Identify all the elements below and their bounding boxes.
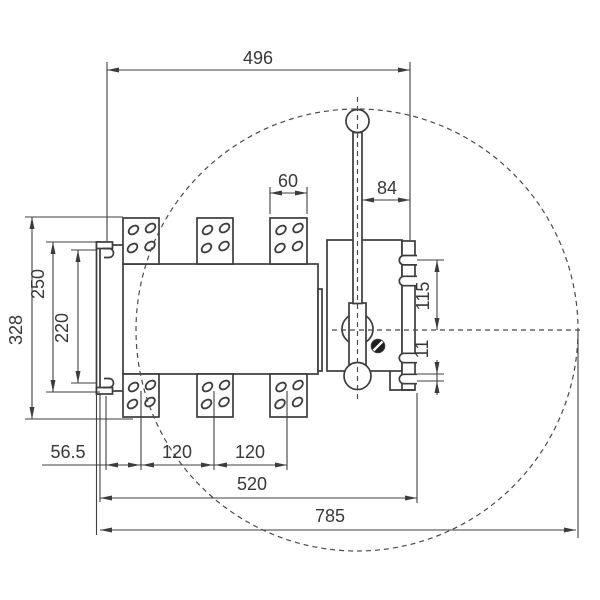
arrow bbox=[106, 462, 118, 468]
dim-slot-to-center: 115 bbox=[413, 259, 444, 330]
pad-hole bbox=[275, 224, 287, 236]
pad-hole bbox=[127, 224, 140, 236]
mechanism-housing bbox=[326, 239, 417, 391]
arrow bbox=[29, 217, 35, 229]
arrow bbox=[29, 407, 35, 419]
arrow bbox=[270, 190, 282, 196]
pad-hole bbox=[127, 381, 140, 393]
dim-overall-height: 328 bbox=[6, 216, 133, 420]
pad-hole bbox=[200, 398, 213, 410]
dim-pole-pitch-row: 56.5 120 120 bbox=[42, 391, 288, 470]
dim-bracket-outer: 250 bbox=[28, 241, 100, 393]
dim-label-520: 520 bbox=[237, 474, 267, 494]
dim-handle-swing: 785 bbox=[100, 334, 579, 538]
pad-hole bbox=[274, 398, 286, 410]
pad-hole bbox=[144, 379, 157, 391]
dim-label-120a: 120 bbox=[162, 442, 192, 462]
arrow bbox=[75, 371, 81, 383]
arrow bbox=[100, 527, 112, 533]
pad-hole bbox=[291, 240, 304, 252]
dim-width-top: 496 bbox=[106, 48, 411, 242]
pad-hole bbox=[126, 242, 139, 254]
dim-label-250: 250 bbox=[28, 269, 48, 299]
plate-slot bbox=[398, 373, 417, 385]
arrow bbox=[142, 462, 154, 468]
dimensions: 496 60 84 328 bbox=[6, 48, 579, 538]
pad-hole bbox=[218, 222, 231, 234]
pad-hole bbox=[126, 398, 139, 410]
arrow bbox=[564, 527, 576, 533]
pad-hole bbox=[218, 379, 231, 391]
dim-handle-offset: 84 bbox=[362, 178, 410, 203]
pad-hole bbox=[292, 379, 304, 391]
arrow bbox=[50, 380, 56, 392]
device bbox=[95, 108, 417, 418]
pad-hole bbox=[218, 240, 230, 252]
dim-pad-width: 60 bbox=[269, 171, 308, 214]
pad-hole bbox=[201, 381, 214, 393]
dim-slot-offset: 11 bbox=[412, 340, 444, 395]
body-side-plate bbox=[317, 288, 323, 372]
dim-label-115: 115 bbox=[413, 282, 433, 311]
dim-label-220: 220 bbox=[52, 313, 72, 343]
arrow bbox=[50, 242, 56, 254]
bottom-step bbox=[389, 371, 415, 391]
arrow bbox=[405, 495, 417, 501]
dim-bracket-inner: 220 bbox=[52, 249, 96, 384]
arrow bbox=[362, 197, 374, 203]
pad-hole bbox=[201, 224, 214, 236]
arrow bbox=[215, 462, 227, 468]
dim-label-84: 84 bbox=[377, 178, 397, 198]
arrow bbox=[75, 250, 81, 262]
mounting-bracket bbox=[95, 241, 123, 395]
dim-label-11: 11 bbox=[412, 340, 432, 359]
arrow bbox=[434, 381, 440, 393]
terminal-pads-bottom bbox=[122, 373, 308, 418]
bracket-top-tab bbox=[95, 241, 114, 250]
terminal-pads-top bbox=[122, 217, 308, 265]
plate-slot bbox=[398, 352, 417, 364]
dim-label-60: 60 bbox=[278, 171, 298, 191]
main-body bbox=[122, 263, 319, 375]
dim-label-785: 785 bbox=[315, 506, 345, 526]
dim-label-328: 328 bbox=[6, 315, 26, 345]
dim-label-56-5: 56.5 bbox=[50, 442, 85, 462]
dim-label-120b: 120 bbox=[235, 442, 265, 462]
arrow bbox=[398, 197, 410, 203]
arrow bbox=[201, 462, 213, 468]
pad-hole bbox=[291, 396, 304, 408]
pad-hole bbox=[200, 242, 213, 254]
arrow bbox=[434, 362, 440, 374]
arrow bbox=[275, 462, 287, 468]
arrow bbox=[295, 190, 307, 196]
bracket-plate bbox=[95, 241, 101, 395]
pad-hole bbox=[275, 381, 287, 393]
pad-hole bbox=[292, 222, 304, 234]
plate-slot bbox=[398, 275, 417, 287]
arrow bbox=[398, 67, 410, 73]
plate-slot bbox=[398, 254, 417, 266]
arrow bbox=[434, 260, 440, 272]
bracket-bottom-tab bbox=[95, 386, 114, 395]
pad-hole bbox=[144, 222, 157, 234]
arrow bbox=[434, 318, 440, 330]
bracket-bottom-hook bbox=[103, 377, 115, 389]
pad-hole bbox=[218, 396, 230, 408]
screw-slot bbox=[372, 340, 384, 352]
bracket-top-hook bbox=[103, 247, 115, 259]
dim-label-496: 496 bbox=[243, 48, 273, 68]
handle-knob bbox=[345, 108, 370, 134]
pad-hole bbox=[274, 242, 286, 254]
arrow bbox=[100, 495, 112, 501]
dim-base-width: 520 bbox=[95, 393, 418, 535]
arrow bbox=[128, 462, 140, 468]
arrow bbox=[107, 67, 119, 73]
centerlines bbox=[135, 97, 584, 552]
